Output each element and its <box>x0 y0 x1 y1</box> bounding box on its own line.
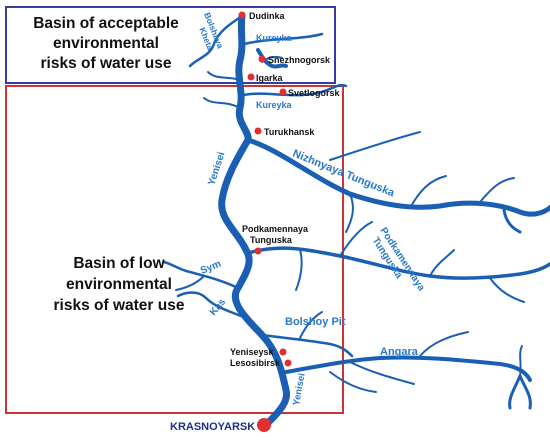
city-label-yeniseysk: Yeniseysk <box>230 347 275 357</box>
city-label-podkamennaya-line-1: Podkamennaya <box>242 224 309 234</box>
city-label-podkamennaya-line-2: Tunguska <box>250 235 293 245</box>
zone-label-acceptable-line-1: Basin of acceptable <box>33 15 179 32</box>
city-markers <box>238 11 292 432</box>
dotted-up-arrow-icon <box>51 124 145 244</box>
zone-label-low-line-1: Basin of low <box>73 255 165 272</box>
zone-label-acceptable-line-3: risks of water use <box>40 55 172 72</box>
river-network <box>162 12 550 430</box>
yenisei-river <box>218 12 291 430</box>
zone-acceptable-border <box>5 6 336 84</box>
city-marker-krasnoyarsk <box>257 418 271 432</box>
city-marker-svetlogorsk <box>279 88 287 96</box>
river-labels: Bolshaya Kheta Kureyka Kureyka Yenisei N… <box>197 11 427 407</box>
city-marker-igarka <box>247 73 255 81</box>
city-label-snezhnogorsk: Snezhnogorsk <box>268 55 331 65</box>
city-marker-yeniseysk <box>279 348 287 356</box>
city-label-lesosibirsk: Lesosibirsk <box>230 358 281 368</box>
city-marker-podkamennaya <box>254 247 262 255</box>
city-label-turukhansk: Turukhansk <box>264 127 315 137</box>
city-label-dudinka: Dudinka <box>249 11 285 21</box>
city-marker-turukhansk <box>254 127 262 135</box>
river-label-yenisei-2: Yenisei <box>291 372 308 406</box>
zone-label-acceptable: Basin of acceptable environmental risks … <box>14 14 198 74</box>
zone-label-low-line-2: environmental <box>66 276 172 293</box>
river-label-kureyka-1: Kureyka <box>256 33 293 43</box>
city-label-igarka: Igarka <box>256 73 284 83</box>
city-label-svetlogorsk: Svetlogorsk <box>288 88 341 98</box>
zone-label-low-line-3: risks of water use <box>53 297 185 314</box>
city-label-podkamennaya: Podkamennaya Tunguska <box>242 224 311 245</box>
zone-label-low: Basin of low environmental risks of wate… <box>44 253 194 316</box>
river-label-kas: Kas <box>208 296 229 317</box>
zone-label-acceptable-line-2: environmental <box>53 35 159 52</box>
river-label-sym: Sym <box>199 259 223 277</box>
city-marker-lesosibirsk <box>284 359 292 367</box>
city-marker-snezhnogorsk <box>258 55 266 63</box>
city-labels: Dudinka Snezhnogorsk Igarka Svetlogorsk … <box>170 11 341 433</box>
river-label-bolshoy-pit: Bolshoy Pit <box>285 316 346 328</box>
river-label-kureyka-2: Kureyka <box>256 100 293 110</box>
zone-low-border <box>5 85 344 414</box>
city-label-krasnoyarsk: KRASNOYARSK <box>170 421 255 433</box>
river-label-angara: Angara <box>380 346 419 358</box>
city-marker-dudinka <box>238 11 246 19</box>
